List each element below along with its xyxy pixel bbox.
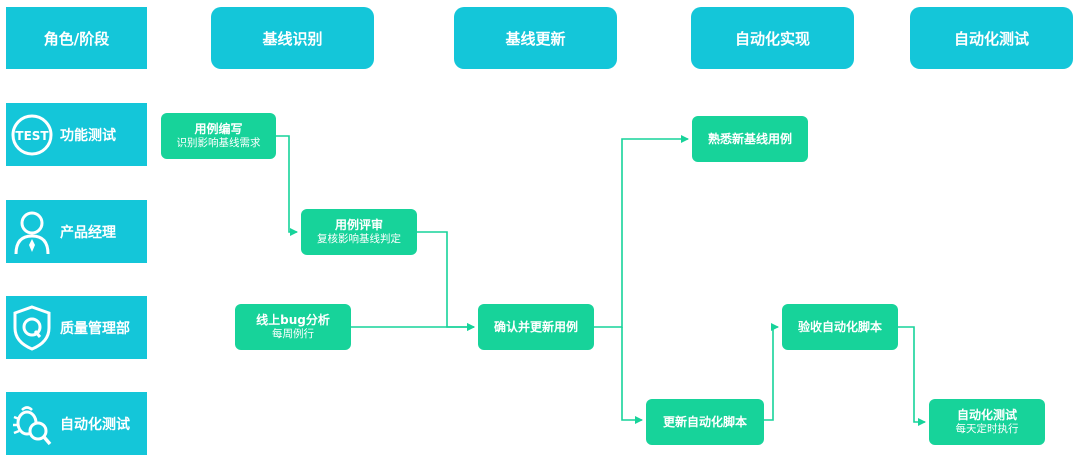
node-title: 熟悉新基线用例: [707, 131, 792, 146]
role-stage-header: 角色/阶段: [6, 7, 147, 69]
node-confirm-update-cases: 确认并更新用例: [478, 304, 594, 350]
node-title: 自动化测试: [956, 408, 1017, 422]
user-tie-icon: [10, 210, 54, 254]
stage-header-automation-test: 自动化测试: [910, 7, 1073, 69]
node-accept-auto-scripts: 验收自动化脚本: [782, 304, 898, 350]
node-bug-analysis: 线上bug分析 每周例行: [235, 304, 351, 350]
stage-header-baseline-update: 基线更新: [454, 7, 617, 69]
role-automation-test: 自动化测试: [6, 392, 147, 455]
role-label: 功能测试: [60, 127, 116, 144]
role-label: 自动化测试: [60, 416, 130, 433]
node-subtitle: 每天定时执行: [955, 423, 1019, 435]
role-label: 产品经理: [60, 224, 116, 241]
shield-q-icon: [10, 304, 54, 351]
node-familiar-new-cases: 熟悉新基线用例: [692, 116, 808, 162]
stage-header-automation-implement: 自动化实现: [691, 7, 854, 69]
node-title: 验收自动化脚本: [797, 319, 882, 334]
node-title: 用例评审: [334, 218, 383, 232]
node-case-review: 用例评审 复核影响基线判定: [301, 209, 417, 255]
node-title: 确认并更新用例: [493, 319, 578, 334]
connector-update-to-accept: [764, 323, 779, 421]
role-label: 质量管理部: [60, 320, 130, 337]
stage-header-baseline-identify: 基线识别: [211, 7, 374, 69]
node-subtitle: 复核影响基线判定: [317, 233, 401, 245]
role-quality-management: 质量管理部: [6, 296, 147, 359]
node-automation-test: 自动化测试 每天定时执行: [929, 399, 1045, 445]
node-title: 线上bug分析: [256, 313, 330, 327]
node-title: 更新自动化脚本: [662, 414, 747, 429]
role-product-manager: 产品经理: [6, 200, 147, 263]
node-subtitle: 每周例行: [272, 328, 314, 340]
connector-review-to-confirm: [417, 231, 475, 331]
role-functional-test: TEST 功能测试: [6, 103, 147, 166]
bug-search-icon: [10, 402, 54, 446]
svg-text:TEST: TEST: [15, 129, 49, 143]
test-badge-icon: TEST: [10, 113, 54, 157]
node-subtitle: 识别影响基线需求: [176, 137, 261, 149]
node-case-writing: 用例编写 识别影响基线需求: [161, 113, 276, 159]
connector-accept-to-test: [898, 326, 926, 426]
node-update-auto-scripts: 更新自动化脚本: [646, 399, 764, 445]
connector-confirm-to-familiar: [594, 135, 689, 328]
connector-confirm-to-update-scripts: [621, 327, 643, 424]
node-title: 用例编写: [194, 122, 243, 136]
connector-writing-to-review: [276, 135, 298, 236]
